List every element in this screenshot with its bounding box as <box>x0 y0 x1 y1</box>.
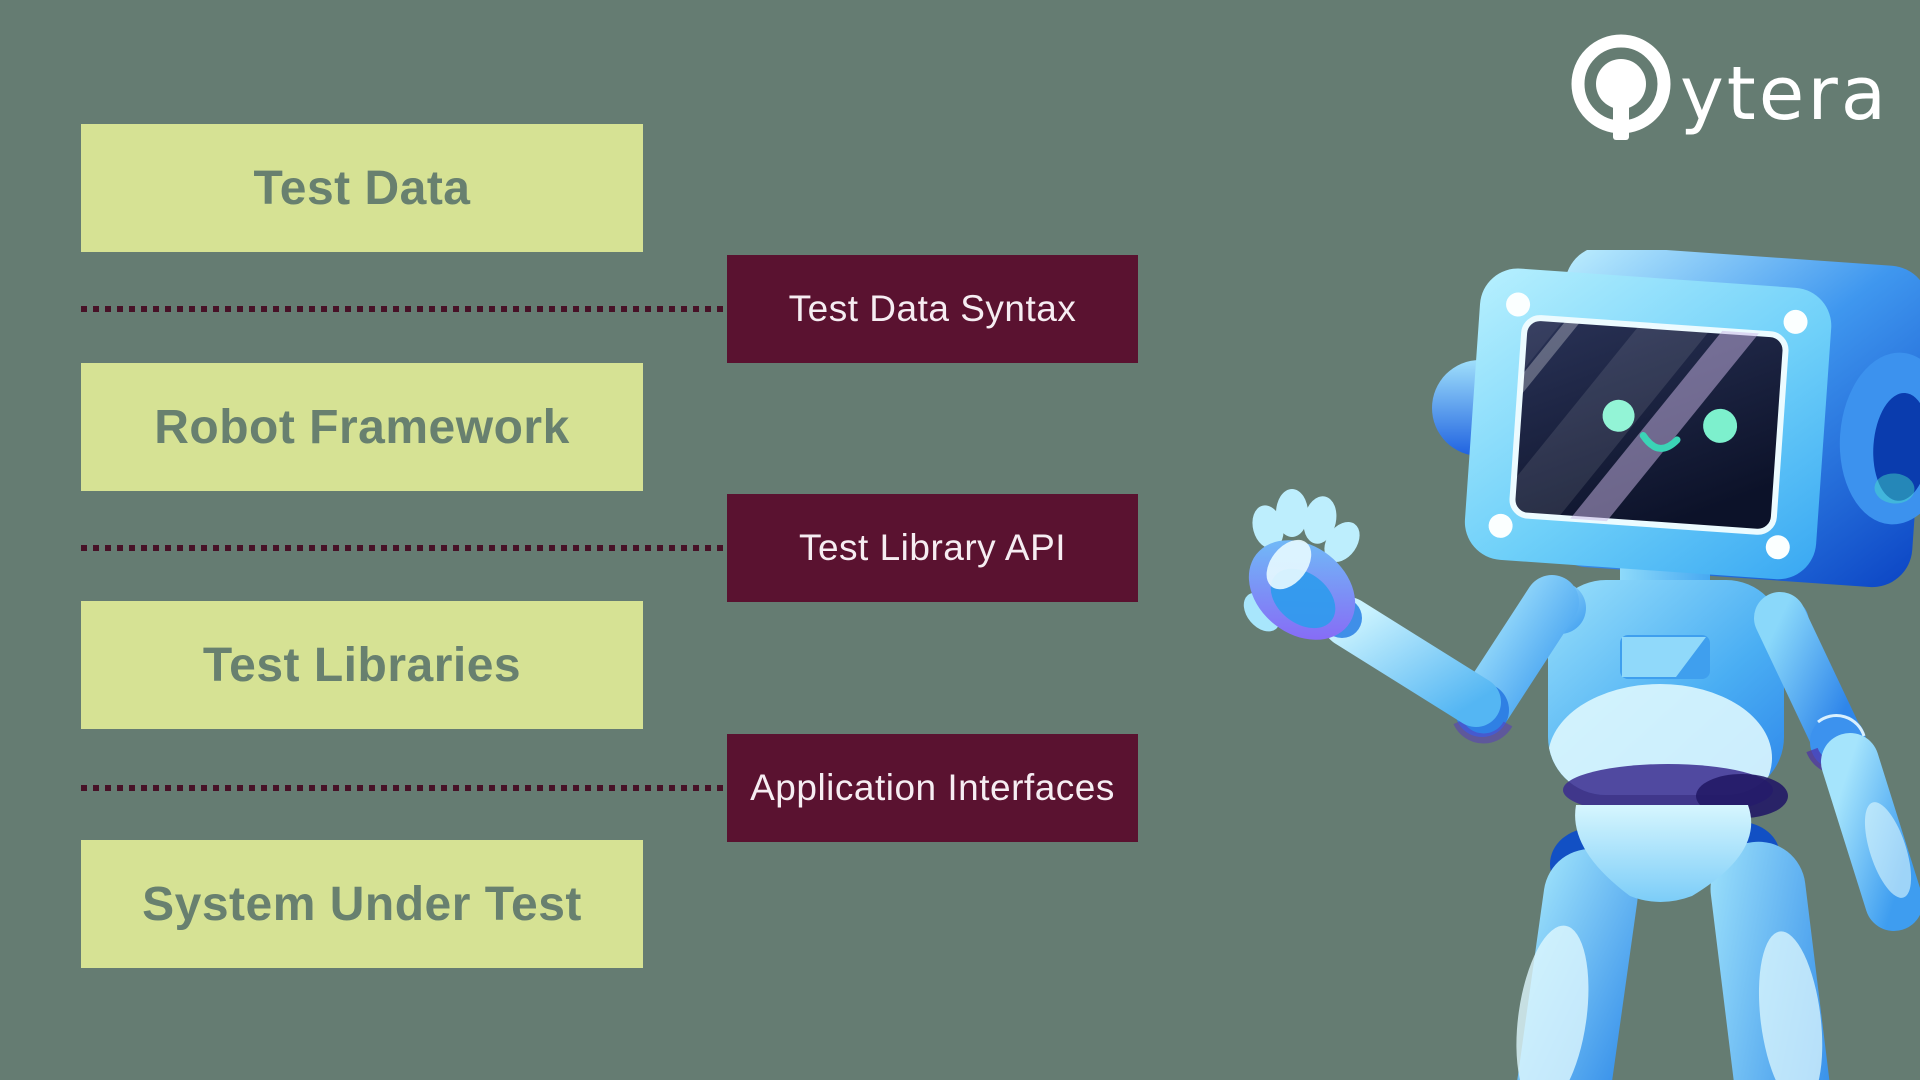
interface-box-test-data-syntax: Test Data Syntax <box>727 255 1138 363</box>
stack-box-test-libraries: Test Libraries <box>81 601 643 729</box>
robot-left-eye <box>1602 399 1635 432</box>
robot-left-arm <box>1243 489 1586 744</box>
robot-mascot-illustration <box>1243 250 1920 1080</box>
robot-torso <box>1548 580 1784 795</box>
q-logo-mark <box>1571 34 1671 140</box>
robot-right-eye <box>1703 408 1738 443</box>
interface-box-label: Test Library API <box>798 527 1067 568</box>
face-rivets <box>1488 292 1808 560</box>
logo-wordmark: ytera <box>1680 51 1889 137</box>
stack-box-label: System Under Test <box>142 877 582 931</box>
interface-box-label: Application Interfaces <box>750 767 1115 808</box>
interface-box-label: Test Data Syntax <box>788 288 1077 329</box>
stack-box-label: Robot Framework <box>154 400 570 454</box>
robot-pelvis <box>1575 805 1752 902</box>
robot-chest-pocket <box>1620 635 1710 679</box>
stack-box-system-under-test: System Under Test <box>81 840 643 968</box>
interface-box-test-library-api: Test Library API <box>727 494 1138 602</box>
robot-left-hand <box>1243 489 1360 640</box>
connector-dotted-line <box>81 785 727 791</box>
stack-box-label: Test Libraries <box>202 638 522 692</box>
robot-right-leg <box>1710 841 1831 1080</box>
fingers <box>1252 489 1360 562</box>
interface-box-application-interfaces: Application Interfaces <box>727 734 1138 842</box>
qytera-logo: ytera <box>1571 34 1889 140</box>
stack-box-label: Test Data <box>253 161 471 215</box>
connector-dotted-line <box>81 545 727 551</box>
stack-box-test-data: Test Data <box>81 124 643 252</box>
robot-smile <box>1639 432 1681 452</box>
stack-box-robot-framework: Robot Framework <box>81 363 643 491</box>
robot-head <box>1464 268 1832 580</box>
robot-left-leg <box>1514 848 1638 1080</box>
connector-dotted-line <box>81 306 727 312</box>
robot-right-arm <box>1754 592 1920 931</box>
